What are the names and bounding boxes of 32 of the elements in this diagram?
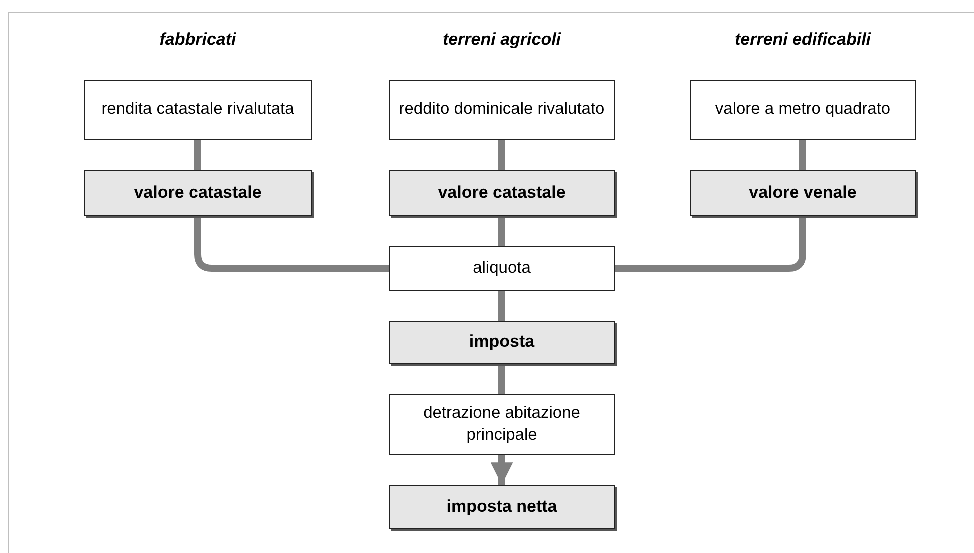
box-text: valore a metro quadrato bbox=[715, 99, 891, 120]
box-text: rendita catastale rivalutata bbox=[102, 99, 294, 120]
box-text: valore venale bbox=[749, 182, 857, 204]
process-box bbox=[690, 80, 916, 140]
connector-line bbox=[194, 216, 389, 272]
box-text: valore catastale bbox=[134, 182, 262, 204]
box-text: aliquota bbox=[473, 258, 531, 279]
connector-line bbox=[194, 140, 202, 170]
result-box bbox=[690, 170, 916, 216]
arrow bbox=[490, 455, 514, 485]
process-box bbox=[84, 80, 312, 140]
process-box bbox=[389, 246, 615, 291]
result-box bbox=[389, 321, 615, 364]
connector-line bbox=[800, 140, 806, 170]
result-box bbox=[389, 170, 615, 216]
box-text: imposta netta bbox=[446, 496, 558, 518]
box-text: reddito dominicale rivalutato bbox=[399, 99, 605, 120]
result-box bbox=[389, 485, 615, 529]
column-heading: fabbricati bbox=[158, 30, 238, 50]
box-text: valore catastale bbox=[438, 182, 566, 204]
process-box bbox=[389, 80, 615, 140]
result-box bbox=[84, 170, 312, 216]
connector-line bbox=[498, 364, 506, 394]
column-heading: terreni edificabili bbox=[734, 30, 872, 50]
process-box bbox=[389, 394, 615, 455]
connector-line bbox=[498, 216, 506, 246]
connector-line bbox=[498, 140, 506, 170]
connector-line bbox=[498, 291, 506, 321]
box-text: imposta bbox=[469, 331, 535, 354]
column-heading: terreni agricoli bbox=[442, 30, 562, 50]
connector-line bbox=[615, 216, 806, 272]
box-text: detrazione abitazione principale bbox=[422, 403, 582, 446]
